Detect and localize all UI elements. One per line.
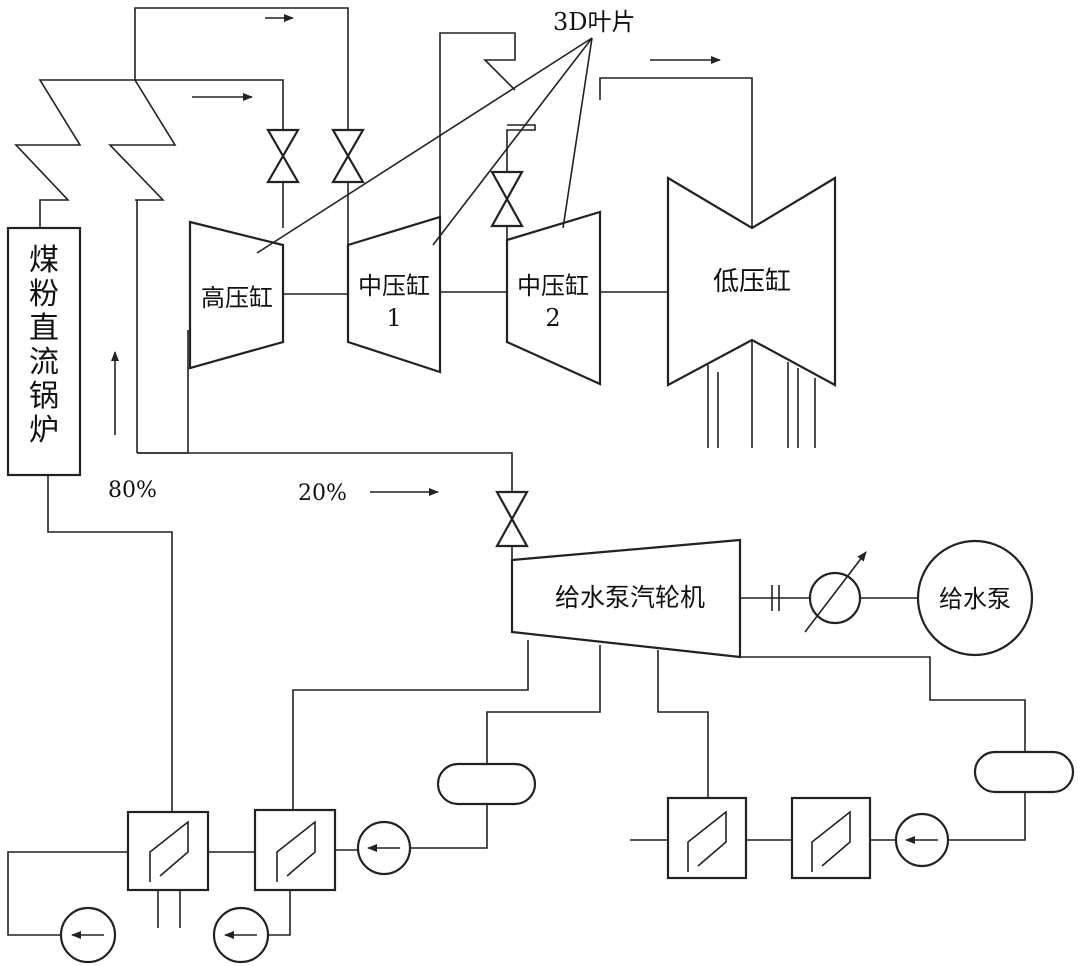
adjustable-coupling-arrow-icon <box>804 551 867 633</box>
ip-cylinder-1: 中压缸 1 <box>346 215 442 374</box>
valve-icon <box>495 490 529 548</box>
valve-icon <box>490 170 524 228</box>
hp-label: 高压缸 <box>201 284 273 312</box>
deaerator-tank <box>973 750 1075 794</box>
blades-3d-label: 3D叶片 <box>553 8 636 36</box>
blade-callout: 3D叶片 <box>256 8 636 254</box>
boiler-label: 煤粉直流锅炉 <box>29 243 59 448</box>
deaerator-tank <box>436 762 537 806</box>
turbine-shaft <box>283 291 668 295</box>
steam-piping <box>14 7 753 560</box>
right-heater-train <box>630 750 1075 880</box>
ip-cylinder-2: 中压缸 2 <box>505 210 602 386</box>
feed-turbine-label: 给水泵汽轮机 <box>555 583 705 612</box>
boiler: 煤粉直流锅炉 <box>6 226 82 477</box>
pct-20-label: 20% <box>298 481 347 506</box>
pct-80-label: 80% <box>108 478 157 503</box>
lp-exhaust <box>707 362 816 448</box>
heater <box>126 810 210 892</box>
valve-icon <box>266 128 300 184</box>
ip1-label: 中压缸 <box>358 272 430 300</box>
valves <box>266 128 529 548</box>
ip1-number: 1 <box>386 304 401 332</box>
lp-cylinder: 低压缸 <box>666 176 837 387</box>
left-heater-train <box>7 475 537 964</box>
heater <box>790 796 872 880</box>
ip2-number: 2 <box>545 304 560 332</box>
extraction-lines <box>292 640 1026 810</box>
feed-pump-turbine: 给水泵汽轮机 给水泵 <box>510 538 1034 659</box>
hp-cylinder: 高压缸 <box>188 220 285 370</box>
lp-label: 低压缸 <box>713 267 791 297</box>
heater <box>666 796 748 880</box>
valve-icon <box>331 128 365 184</box>
heater <box>253 808 337 892</box>
ip2-label: 中压缸 <box>517 272 589 300</box>
flow-arrows <box>111 14 721 496</box>
feed-pump-label: 给水泵 <box>939 585 1011 613</box>
